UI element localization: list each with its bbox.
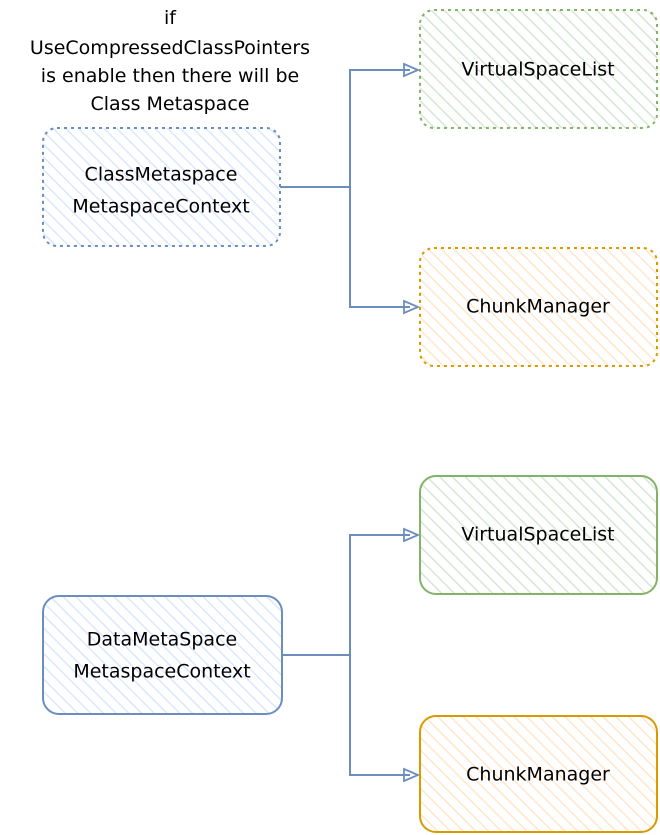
connector-class-to-chunk-manager xyxy=(349,187,410,308)
data-metaspace-connectors xyxy=(282,527,421,783)
arrowhead-class-chunk-manager xyxy=(403,299,421,315)
data-chunk-manager-node[interactable]: ChunkManager xyxy=(419,715,658,833)
data-context-subtitle: MetaspaceContext xyxy=(73,661,250,683)
data-context-title: DataMetaSpace xyxy=(87,629,237,651)
note-line-1: if xyxy=(164,7,177,29)
class-metaspace-connectors xyxy=(280,62,421,315)
class-chunk-manager-label: ChunkManager xyxy=(466,296,610,318)
connector-data-to-chunk-manager xyxy=(349,655,410,776)
class-virtual-space-list-node[interactable]: VirtualSpaceList xyxy=(419,9,658,129)
compressed-class-pointers-note: if UseCompressedClassPointers is enable … xyxy=(30,7,310,115)
class-context-subtitle: MetaspaceContext xyxy=(72,196,249,218)
class-metaspace-context-node[interactable]: ClassMetaspace MetaspaceContext xyxy=(42,127,281,247)
connector-data-to-virtual-space-list xyxy=(349,534,410,655)
connector-class-to-virtual-space-list xyxy=(349,69,410,187)
class-context-title: ClassMetaspace xyxy=(85,164,238,186)
note-line-3: is enable then there will be xyxy=(41,65,299,87)
note-line-4: Class Metaspace xyxy=(91,93,250,115)
arrowhead-data-chunk-manager xyxy=(403,767,421,783)
data-virtual-space-list-node[interactable]: VirtualSpaceList xyxy=(419,475,658,595)
data-virtual-space-list-label: VirtualSpaceList xyxy=(461,524,614,546)
data-metaspace-context-node[interactable]: DataMetaSpace MetaspaceContext xyxy=(42,595,283,715)
data-chunk-manager-label: ChunkManager xyxy=(466,764,610,786)
arrowhead-data-virtual-space-list xyxy=(403,527,421,543)
arrowhead-class-virtual-space-list xyxy=(403,62,421,78)
class-chunk-manager-node[interactable]: ChunkManager xyxy=(419,247,658,367)
class-virtual-space-list-label: VirtualSpaceList xyxy=(461,59,614,81)
note-line-2: UseCompressedClassPointers xyxy=(30,37,310,59)
